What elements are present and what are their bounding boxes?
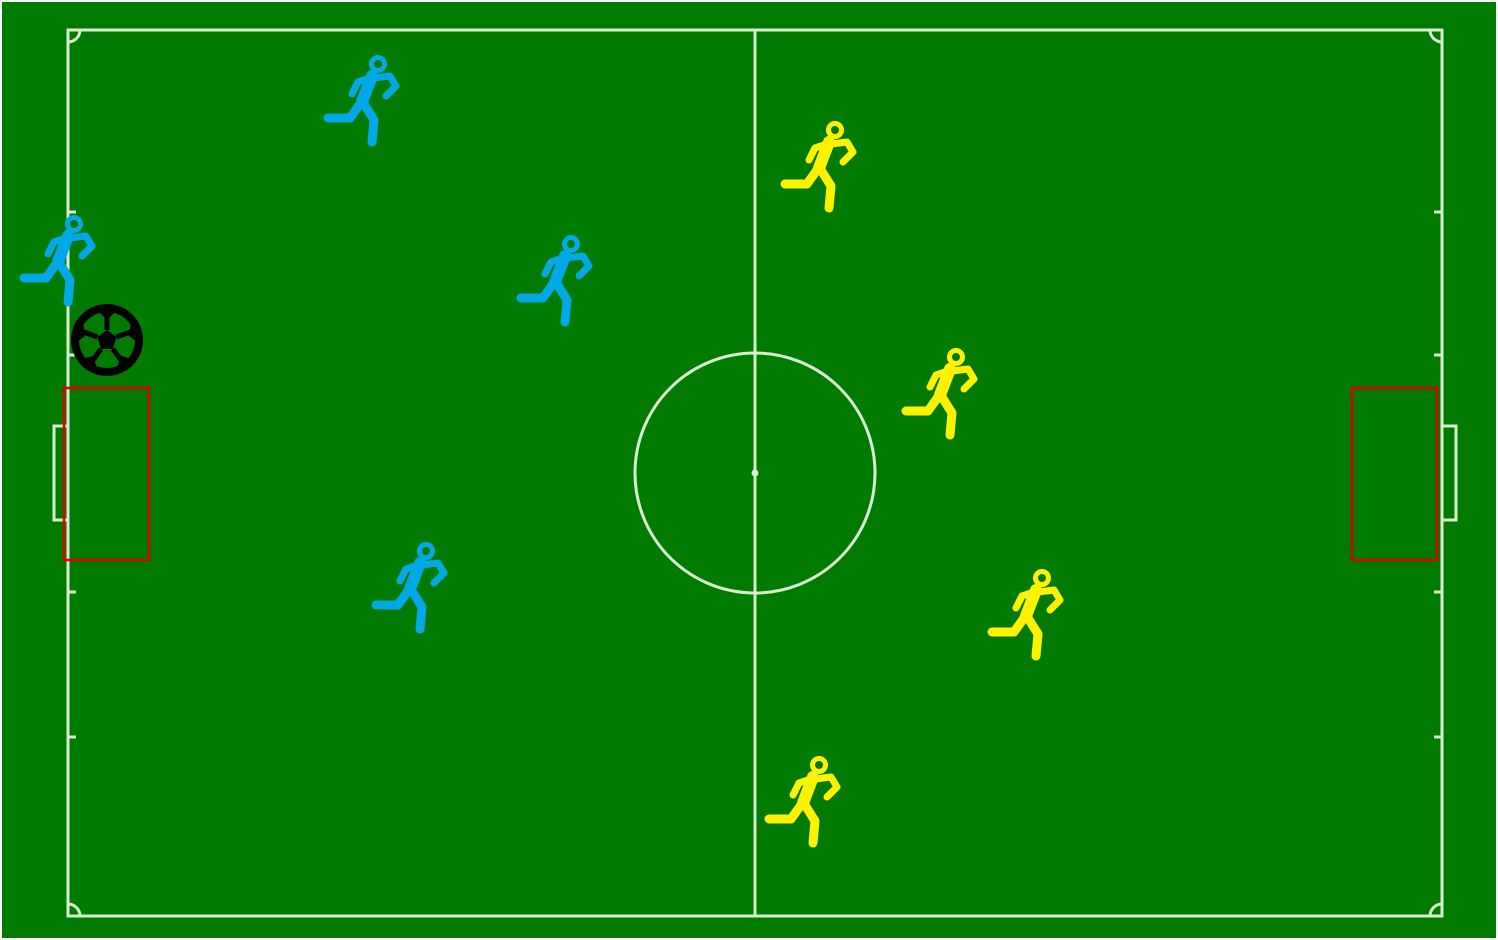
center-spot — [753, 471, 757, 475]
soccer-ball-icon[interactable] — [71, 304, 143, 376]
